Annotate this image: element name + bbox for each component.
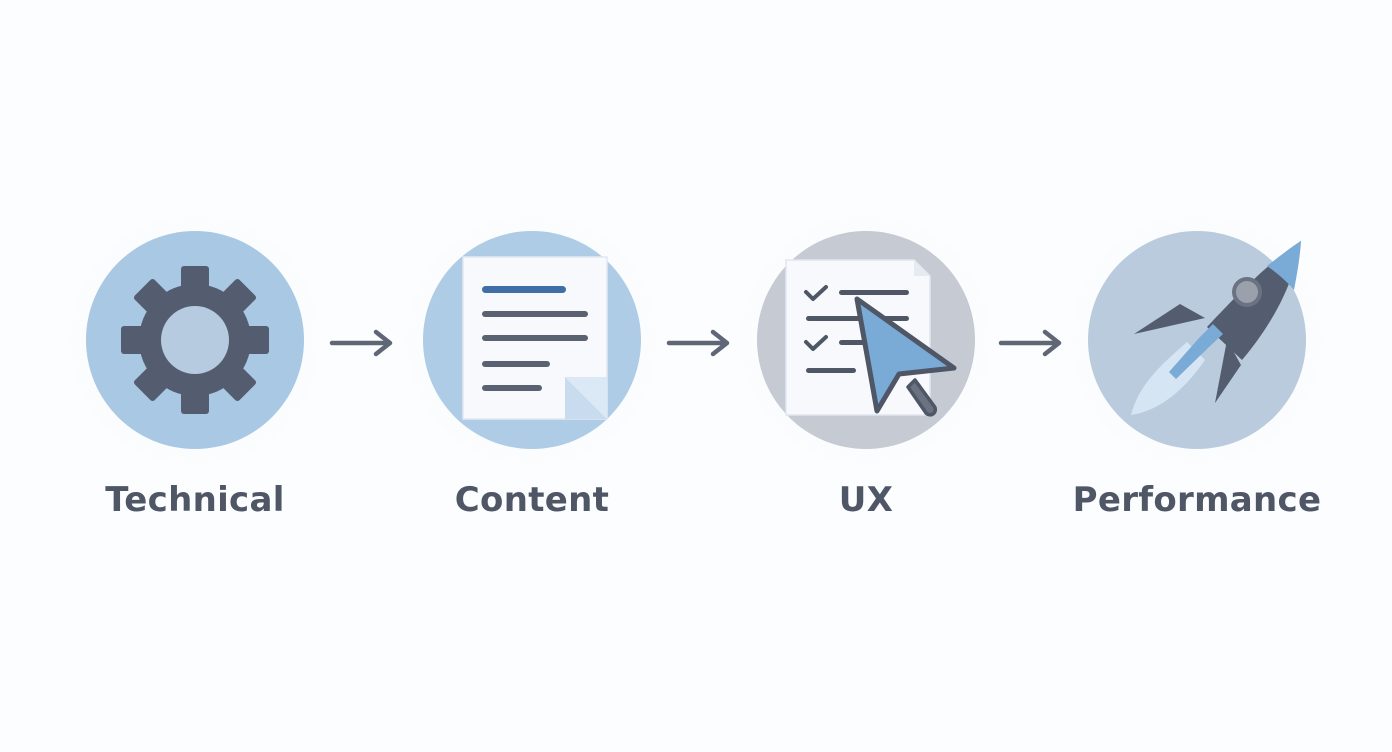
step-ux: UX [736, 210, 996, 540]
gear-icon [121, 266, 269, 414]
step-label: Performance [1072, 480, 1322, 520]
arrow-right-icon [998, 329, 1062, 357]
arrow-right-icon [666, 329, 730, 357]
document-icon [462, 256, 608, 420]
step-label: UX [838, 480, 894, 520]
step-performance: Performance [1067, 210, 1327, 540]
step-content: Content [402, 210, 662, 540]
step-label: Content [454, 480, 610, 520]
step-label: Technical [105, 480, 285, 520]
arrow-right-icon [329, 329, 393, 357]
checklist-cursor-icon [785, 259, 957, 417]
step-technical: Technical [65, 210, 325, 540]
rocket-icon [1131, 241, 1301, 415]
